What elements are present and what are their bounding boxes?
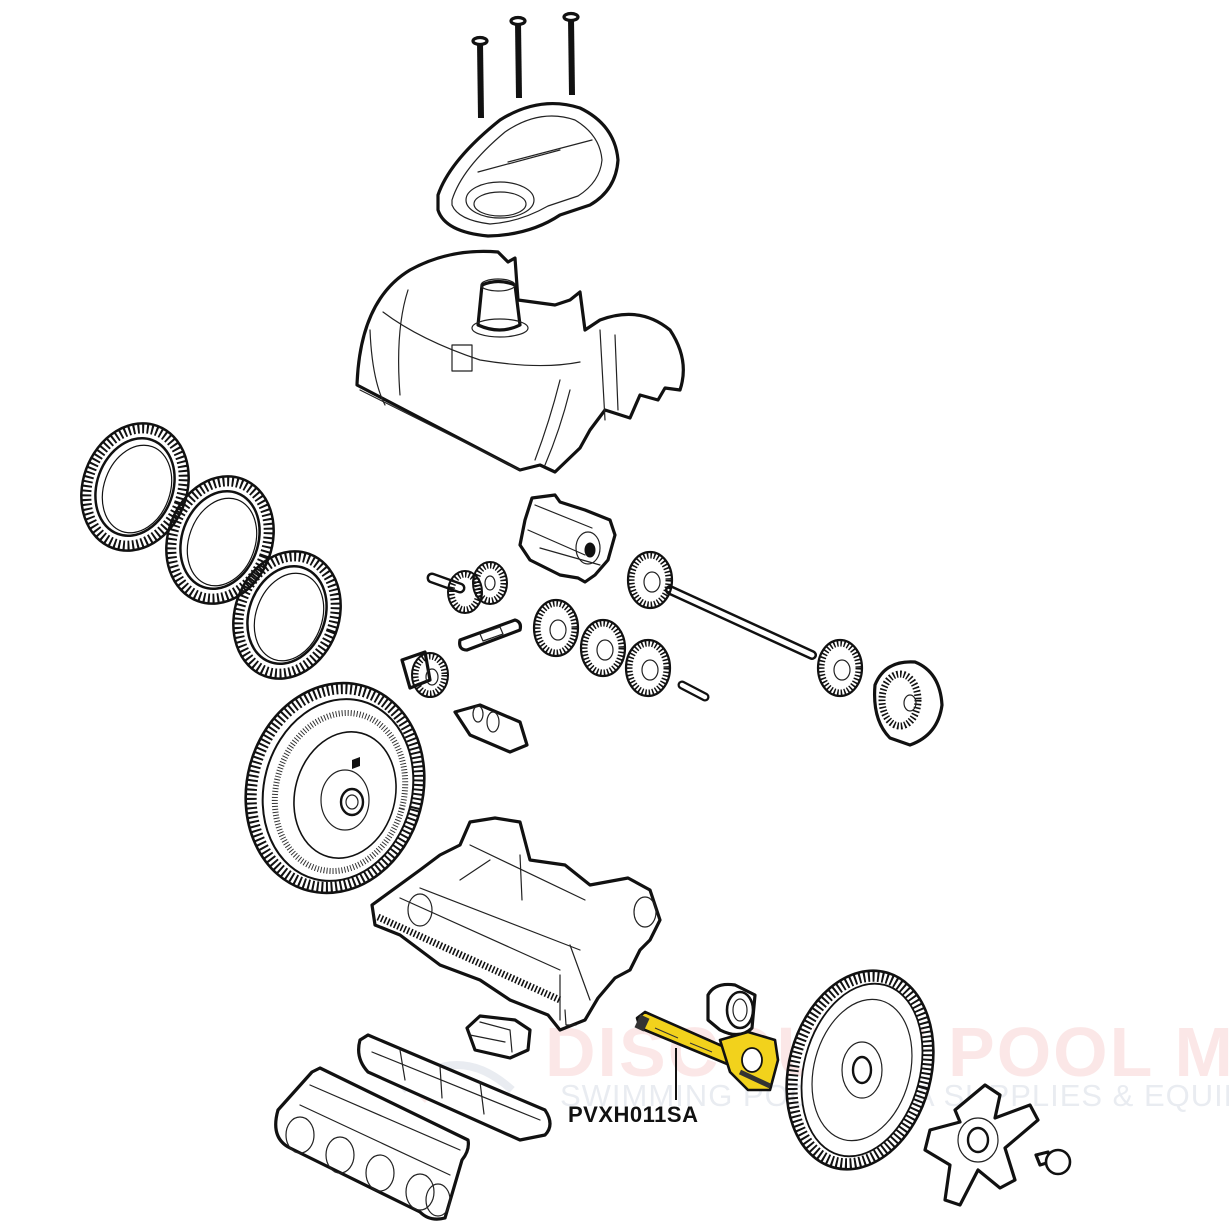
tire-3[interactable] — [216, 536, 358, 694]
screw-1[interactable] — [471, 35, 489, 119]
axle-gear-upper[interactable] — [626, 550, 674, 610]
drive-gear-1[interactable] — [532, 598, 580, 658]
screw-3[interactable] — [562, 11, 580, 96]
top-cover[interactable] — [436, 102, 620, 238]
bushing[interactable] — [706, 982, 757, 1037]
turbine[interactable] — [518, 493, 617, 584]
drive-gear-3[interactable] — [624, 638, 672, 698]
chassis[interactable] — [370, 816, 662, 1032]
idler-gear[interactable] — [400, 650, 449, 698]
skirt[interactable] — [357, 1033, 552, 1142]
roller-skirt[interactable] — [274, 1066, 470, 1221]
wheel-left[interactable] — [223, 663, 448, 913]
wheel-right[interactable] — [765, 954, 954, 1186]
pinion-shaft[interactable] — [453, 703, 529, 754]
body-hood[interactable] — [355, 249, 685, 474]
gear-pair[interactable] — [426, 561, 508, 614]
hub-button[interactable] — [1034, 1148, 1072, 1176]
latch[interactable] — [465, 1014, 532, 1060]
pin[interactable] — [677, 680, 710, 702]
bracket[interactable] — [458, 618, 523, 652]
screw-2[interactable] — [509, 15, 527, 99]
axle-gear-lower[interactable] — [816, 638, 864, 698]
axle-with-bearing-arm[interactable] — [634, 1010, 780, 1092]
tire-1[interactable] — [64, 408, 206, 566]
drive-gear-2[interactable] — [579, 618, 627, 678]
spoke-hub[interactable] — [923, 1083, 1040, 1207]
tire-2[interactable] — [149, 461, 291, 619]
axle-rod[interactable] — [665, 585, 817, 660]
part-number-callout[interactable]: PVXH011SA — [568, 1102, 699, 1127]
hub-cap[interactable] — [872, 660, 944, 747]
